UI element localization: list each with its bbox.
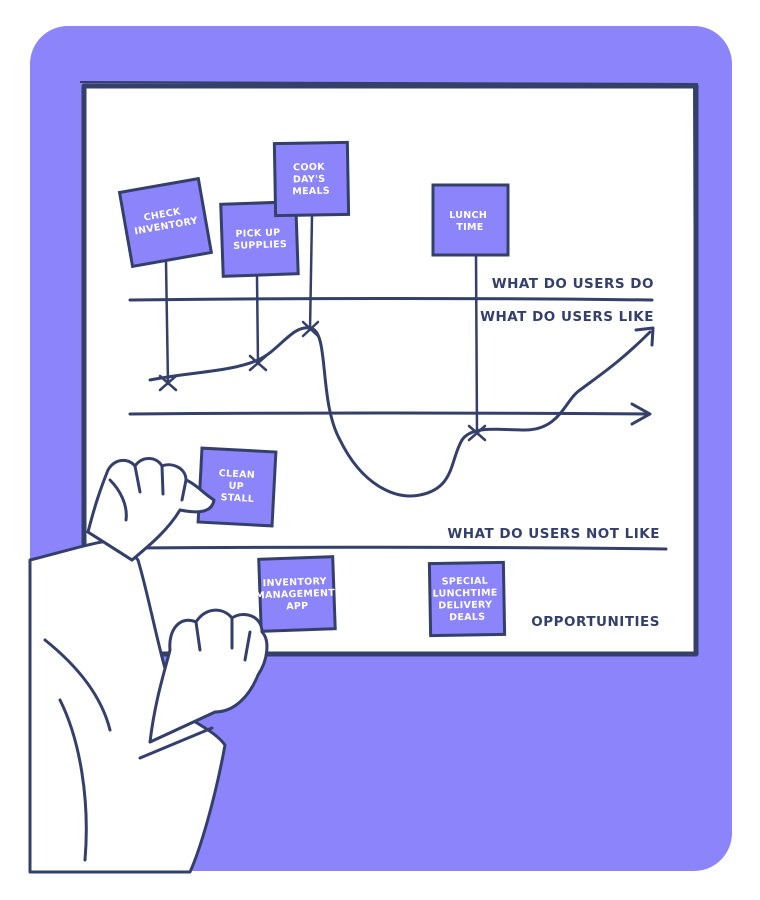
note-line: CLEAN bbox=[218, 468, 255, 481]
svg-text:LUNCH TIME: LUNCH TIME bbox=[449, 210, 490, 233]
row-label-like: WHAT DO USERS LIKE bbox=[480, 309, 654, 325]
note-line: DAY'S bbox=[293, 174, 326, 186]
note-line: MEALS bbox=[292, 186, 330, 198]
note-line: APP bbox=[286, 601, 309, 613]
whiteboard bbox=[79, 81, 699, 657]
experience-curve bbox=[148, 326, 655, 498]
note-line: MANAGEMENT bbox=[255, 588, 335, 602]
note-line: STALL bbox=[220, 492, 254, 505]
note-line: UP bbox=[228, 481, 244, 493]
timeline-arrow bbox=[128, 402, 652, 426]
note-line: PICK UP bbox=[235, 227, 280, 240]
note-connectors bbox=[164, 214, 479, 434]
note-line: INVENTORY bbox=[262, 576, 327, 589]
sticky-note-check-inventory[interactable]: CHECK INVENTORY bbox=[117, 176, 214, 269]
note-line: LUNCHTIME bbox=[433, 587, 498, 599]
sticky-note-cook-meals[interactable]: COOK DAY'S MEALS bbox=[272, 140, 351, 218]
note-line: COOK bbox=[293, 162, 325, 174]
sticky-note-lunch-time[interactable]: LUNCH TIME bbox=[431, 183, 510, 257]
note-line: TIME bbox=[456, 222, 483, 233]
curve-markers bbox=[158, 320, 487, 442]
sticky-note-delivery-deals[interactable]: SPECIAL LUNCHTIME DELIVERY DEALS bbox=[427, 560, 507, 638]
svg-text:INVENTORY MANAGEMENT: INVENTORY MANAGEMENT APP bbox=[255, 576, 340, 614]
svg-text:PICK UP SUPPLIES: PICK UP SUPPLIES bbox=[233, 227, 288, 252]
row-label-opportunities: OPPORTUNITIES bbox=[531, 614, 660, 630]
note-line: SUPPLIES bbox=[233, 239, 287, 252]
svg-text:COOK DAY'S MEALS: COOK DAY'S MEALS bbox=[292, 162, 330, 198]
note-line: DELIVERY bbox=[438, 600, 492, 612]
person-arm-illustration bbox=[28, 457, 269, 874]
note-line: SPECIAL bbox=[442, 576, 488, 588]
do-divider-line bbox=[128, 297, 654, 302]
svg-text:CLEAN UP STALL: CLEAN UP STALL bbox=[217, 468, 259, 505]
note-line: DEALS bbox=[449, 612, 485, 624]
note-line: LUNCH bbox=[449, 210, 487, 221]
row-label-not-like: WHAT DO USERS NOT LIKE bbox=[447, 526, 660, 542]
not-like-divider-line bbox=[130, 545, 668, 551]
svg-text:SPECIAL LUNCHTIME: SPECIAL LUNCHTIME DELIVERY DEALS bbox=[432, 575, 501, 623]
sticky-note-clean-up-stall[interactable]: CLEAN UP STALL bbox=[196, 446, 278, 528]
sticky-note-inventory-management-app[interactable]: INVENTORY MANAGEMENT APP bbox=[254, 555, 340, 633]
row-label-do: WHAT DO USERS DO bbox=[492, 276, 654, 292]
sticky-note-pick-up-supplies[interactable]: PICK UP SUPPLIES bbox=[219, 200, 300, 278]
